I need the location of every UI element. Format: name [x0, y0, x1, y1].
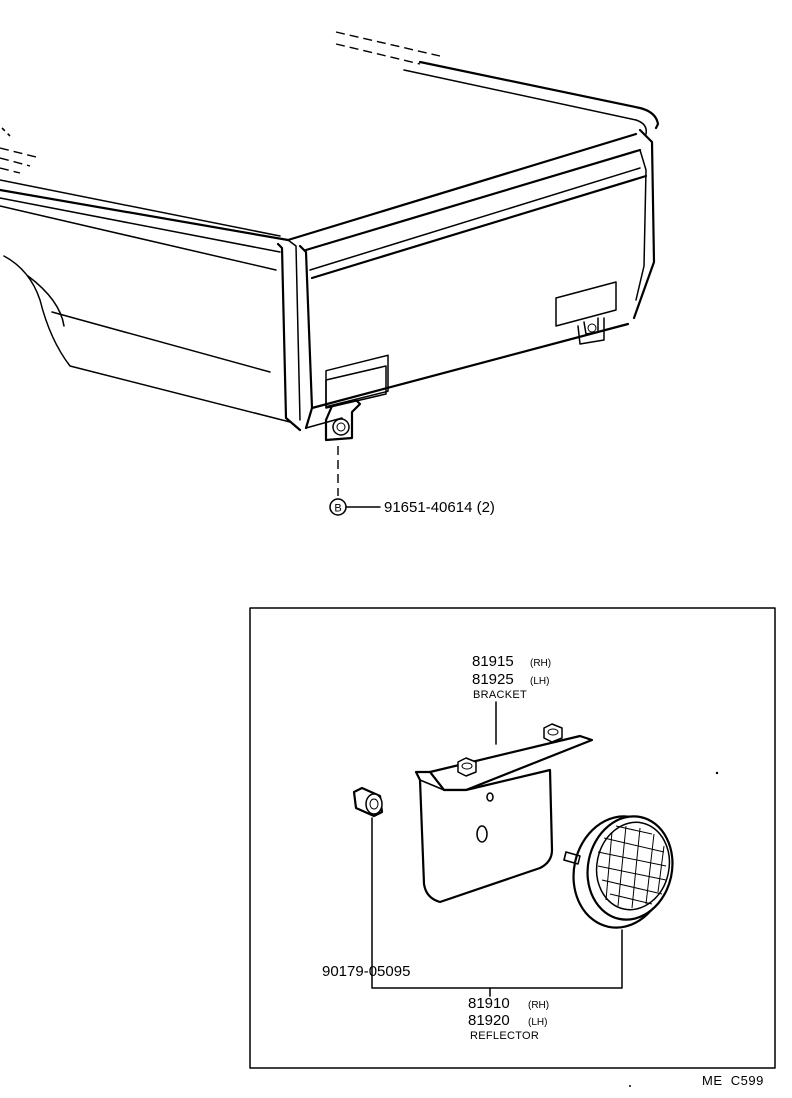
callout-b-symbol: B: [334, 503, 341, 515]
bracket-side-rh: (RH): [530, 658, 551, 669]
reflector-side-rh: (RH): [528, 1000, 549, 1011]
callout-b-part-number: 91651-40614 (2): [384, 499, 495, 516]
bracket-drawing: [414, 723, 594, 904]
reflector-part-lh: 81920: [468, 1012, 510, 1029]
callout-b: B 91651-40614 (2): [329, 498, 495, 516]
reflector-name: REFLECTOR: [470, 1030, 539, 1042]
reflector-label: 81910 (RH) 81920 (LH) REFLECTOR: [468, 987, 549, 1042]
truck-bed-rear-view: [0, 31, 660, 496]
detail-box: [249, 607, 776, 1069]
bracket-name: BRACKET: [473, 689, 527, 701]
bracket-part-lh: 81925: [472, 671, 514, 688]
reflector-part-rh: 81910: [468, 995, 510, 1012]
bracket-label: 81915 (RH) 81925 (LH) BRACKET: [472, 653, 551, 745]
nut-part-number: 90179-05095: [322, 963, 410, 980]
nut-drawing: [352, 786, 623, 989]
reflector-drawing: [563, 815, 674, 929]
page-reference: ME C599: [702, 1073, 764, 1088]
reflector-side-lh: (LH): [528, 1017, 547, 1028]
bracket-side-lh: (LH): [530, 676, 549, 687]
reflector-lens-pattern: [597, 825, 667, 909]
bracket-part-rh: 81915: [472, 653, 514, 670]
